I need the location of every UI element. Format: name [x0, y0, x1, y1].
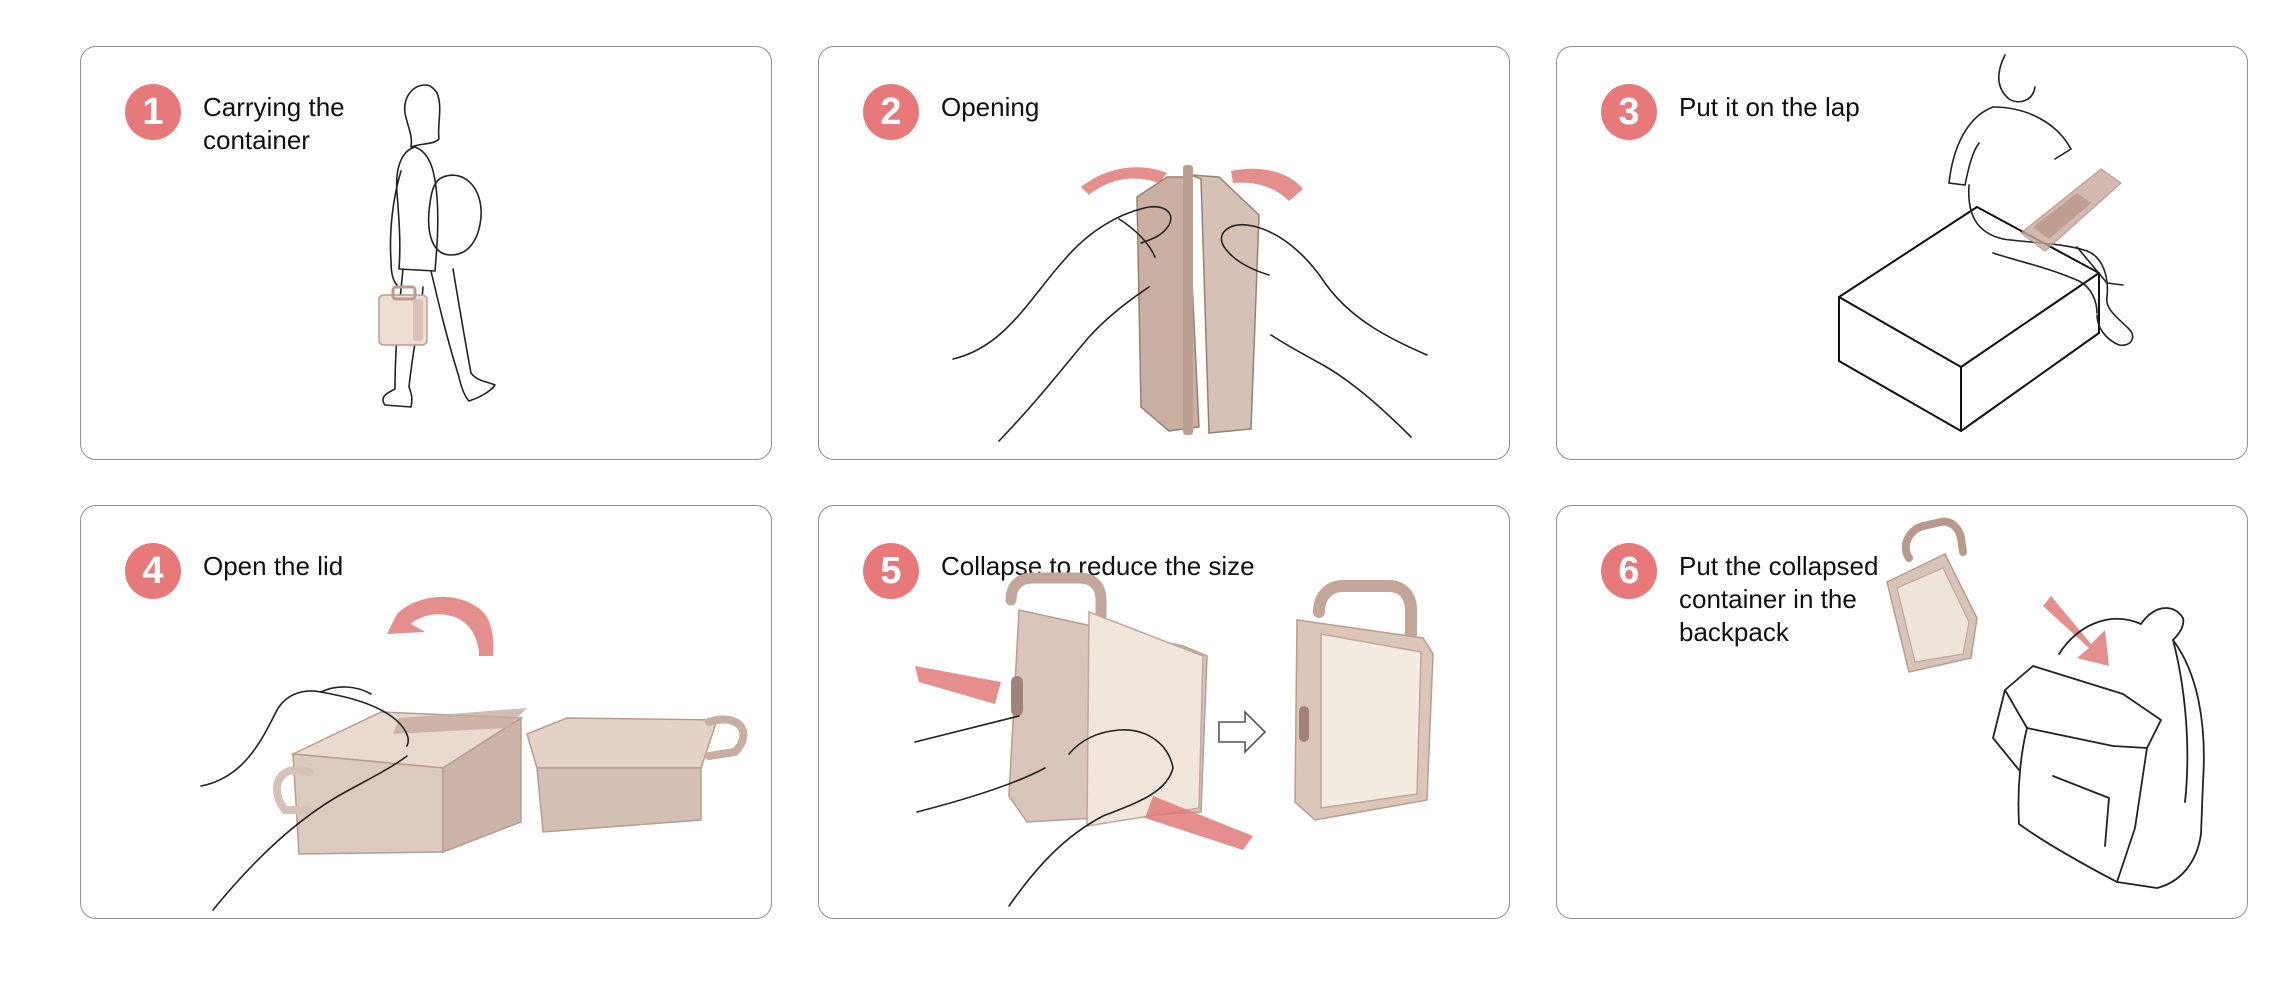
step-caption: Open the lid	[203, 551, 344, 581]
step-caption: Put it on the lap	[1679, 92, 1860, 122]
step-card-1: 1 Carrying the container	[80, 46, 772, 460]
step-caption: Carrying the container	[203, 92, 345, 155]
step-card-4: 4 Open the lid	[80, 505, 772, 919]
motion-arrow-icon	[387, 596, 494, 656]
motion-arrow-icon	[915, 666, 1001, 704]
step-card-5: 5 Collapse to reduce the size	[818, 505, 1510, 919]
motion-arrow-icon	[2043, 596, 2109, 666]
step-number-badge: 6	[1601, 543, 1657, 599]
opening-illustration	[952, 165, 1428, 442]
step-number-badge: 1	[125, 84, 181, 140]
step-card-3: 3 Put it on the lap	[1556, 46, 2248, 460]
step-number-badge: 4	[125, 543, 181, 599]
right-arrow-icon	[1218, 710, 1267, 754]
step-caption: Put the collapsed container in the backp…	[1679, 551, 1879, 647]
box-seat-icon	[1838, 206, 2100, 432]
container-icon	[1886, 517, 1978, 673]
step-caption: Opening	[941, 92, 1040, 122]
container-icon	[1294, 580, 1434, 821]
backpack-icon	[1992, 607, 2205, 889]
motion-arrow-icon	[1145, 796, 1253, 850]
hands-icon	[200, 686, 409, 911]
container-icon	[378, 285, 428, 346]
motion-arrow-icon	[1231, 168, 1303, 201]
step-card-2: 2 Opening	[818, 46, 1510, 460]
open-lid-illustration	[200, 596, 748, 911]
container-icon	[2020, 168, 2122, 252]
step-card-6: 6 Put the collapsed container in the bac…	[1556, 505, 2248, 919]
lap-illustration	[1838, 54, 2134, 432]
backpack-illustration	[1886, 517, 2205, 889]
collapse-illustration	[914, 572, 1434, 907]
step-caption: Collapse to reduce the size	[941, 551, 1255, 581]
step-number-badge: 5	[863, 543, 919, 599]
motion-arrow-icon	[1081, 167, 1167, 195]
seated-person-icon	[1948, 54, 2134, 347]
container-icon	[273, 708, 748, 855]
step-number-badge: 2	[863, 84, 919, 140]
step-number-badge: 3	[1601, 84, 1657, 140]
container-icon	[1136, 165, 1260, 435]
container-icon	[1005, 572, 1208, 827]
walking-person-illustration	[378, 84, 496, 408]
hands-icon	[952, 205, 1428, 442]
hands-icon	[914, 715, 1174, 907]
